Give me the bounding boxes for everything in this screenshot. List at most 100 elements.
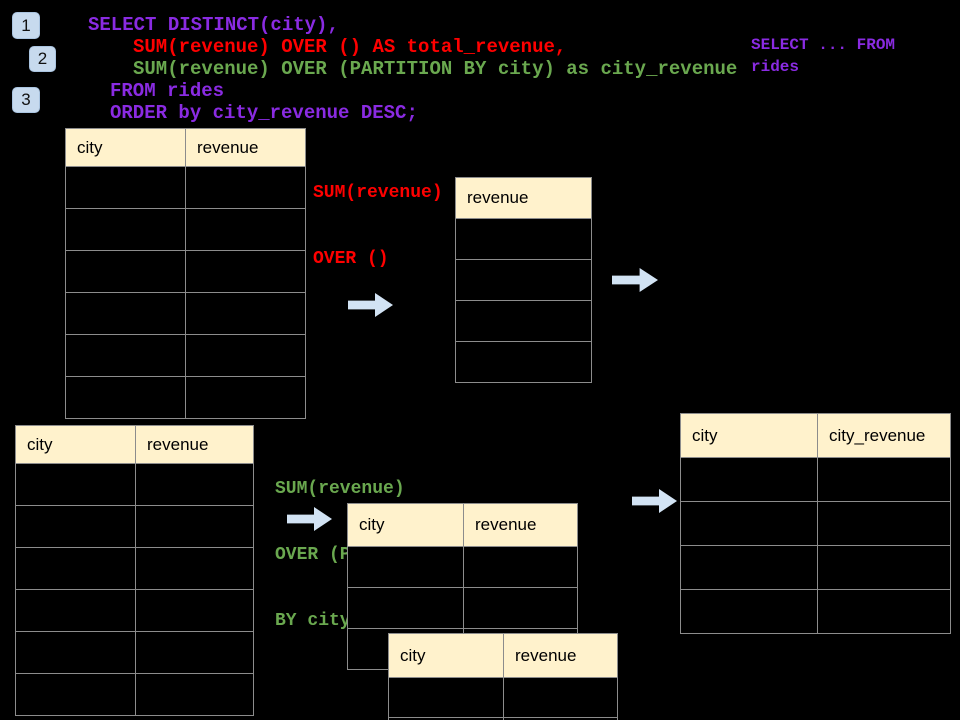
- step-badge-3: 3: [12, 87, 40, 113]
- table-header-row: city revenue: [65, 128, 306, 167]
- flow-arrow-to-final-result: [632, 489, 677, 513]
- empty-cell: [135, 505, 254, 548]
- empty-cell: [15, 631, 136, 674]
- flow-arrow-from-total-result: [612, 268, 658, 292]
- table-row: [65, 334, 306, 377]
- empty-cell: [680, 457, 818, 502]
- table-row: [680, 457, 951, 502]
- table-row: [455, 300, 592, 342]
- column-header-revenue: revenue: [455, 177, 592, 219]
- empty-cell: [15, 505, 136, 548]
- table-row: [680, 545, 951, 590]
- table-row: [347, 546, 578, 588]
- empty-cell: [185, 292, 306, 335]
- table-row: [455, 341, 592, 383]
- empty-cell: [680, 545, 818, 590]
- empty-cell: [135, 589, 254, 632]
- column-header-revenue: revenue: [503, 633, 618, 678]
- empty-cell: [15, 673, 136, 716]
- column-header-city: city: [15, 425, 136, 464]
- empty-cell: [185, 376, 306, 419]
- sql-line-city-revenue: SUM(revenue) OVER (PARTITION BY city) as…: [133, 58, 738, 80]
- table-header-row: city revenue: [388, 633, 618, 678]
- empty-cell: [817, 457, 951, 502]
- table-row: [388, 717, 618, 720]
- empty-cell: [185, 334, 306, 377]
- empty-cell: [455, 341, 592, 383]
- empty-cell: [817, 501, 951, 546]
- table-row: [65, 376, 306, 419]
- empty-cell: [65, 208, 186, 251]
- sql-line-from: FROM rides: [110, 80, 225, 102]
- table-final-result: city city_revenue: [680, 413, 951, 634]
- table-header-row: revenue: [455, 177, 592, 219]
- empty-cell: [680, 589, 818, 634]
- column-header-city: city: [680, 413, 818, 458]
- empty-cell: [15, 463, 136, 506]
- empty-cell: [15, 547, 136, 590]
- empty-cell: [455, 300, 592, 342]
- sql-line-order-by: ORDER by city_revenue DESC;: [110, 102, 418, 124]
- empty-cell: [65, 334, 186, 377]
- column-header-city: city: [388, 633, 504, 678]
- table-row: [15, 673, 254, 716]
- empty-cell: [185, 208, 306, 251]
- column-header-city: city: [65, 128, 186, 167]
- table-row: [65, 292, 306, 335]
- empty-cell: [817, 545, 951, 590]
- table-row: [455, 218, 592, 260]
- table-partition-step-overlay: city revenue: [388, 633, 618, 720]
- empty-cell: [463, 587, 578, 629]
- empty-cell: [503, 677, 618, 718]
- empty-cell: [680, 501, 818, 546]
- step-badge-2: 2: [29, 46, 56, 72]
- empty-cell: [503, 717, 618, 720]
- table-header-row: city revenue: [347, 503, 578, 547]
- table-row: [15, 505, 254, 548]
- column-header-city: city: [347, 503, 464, 547]
- column-header-city-revenue: city_revenue: [817, 413, 951, 458]
- table-row: [15, 631, 254, 674]
- sql-line-select: SELECT DISTINCT(city),: [88, 14, 339, 36]
- sql-line-total-revenue: SUM(revenue) OVER () AS total_revenue,: [133, 36, 567, 58]
- table-row: [15, 589, 254, 632]
- annotation-line: SUM(revenue): [275, 479, 405, 499]
- column-header-revenue: revenue: [135, 425, 254, 464]
- empty-cell: [65, 292, 186, 335]
- empty-cell: [65, 250, 186, 293]
- column-header-revenue: revenue: [185, 128, 306, 167]
- empty-cell: [135, 547, 254, 590]
- empty-cell: [388, 677, 504, 718]
- annotation-line: OVER (): [313, 249, 389, 269]
- table-row: [65, 250, 306, 293]
- table-row: [455, 259, 592, 301]
- empty-cell: [135, 463, 254, 506]
- table-row: [388, 677, 618, 718]
- table-source-rides-bottom: city revenue: [15, 425, 254, 716]
- table-row: [680, 501, 951, 546]
- table-row: [15, 463, 254, 506]
- empty-cell: [185, 250, 306, 293]
- empty-cell: [15, 589, 136, 632]
- sql-side-note-line-1: SELECT ... FROM: [751, 36, 896, 54]
- column-header-revenue: revenue: [463, 503, 578, 547]
- empty-cell: [347, 546, 464, 588]
- table-total-revenue-result: revenue: [455, 177, 592, 383]
- table-header-row: city revenue: [15, 425, 254, 464]
- table-row: [65, 166, 306, 209]
- table-header-row: city city_revenue: [680, 413, 951, 458]
- table-source-rides-top: city revenue: [65, 128, 306, 419]
- annotation-over-total: SUM(revenue) OVER (): [313, 138, 443, 314]
- empty-cell: [463, 546, 578, 588]
- empty-cell: [65, 166, 186, 209]
- empty-cell: [455, 218, 592, 260]
- empty-cell: [65, 376, 186, 419]
- table-row: [15, 547, 254, 590]
- empty-cell: [135, 673, 254, 716]
- table-row: [680, 589, 951, 634]
- sql-side-note-line-2: rides: [751, 58, 800, 76]
- empty-cell: [135, 631, 254, 674]
- empty-cell: [347, 587, 464, 629]
- annotation-line: SUM(revenue): [313, 183, 443, 203]
